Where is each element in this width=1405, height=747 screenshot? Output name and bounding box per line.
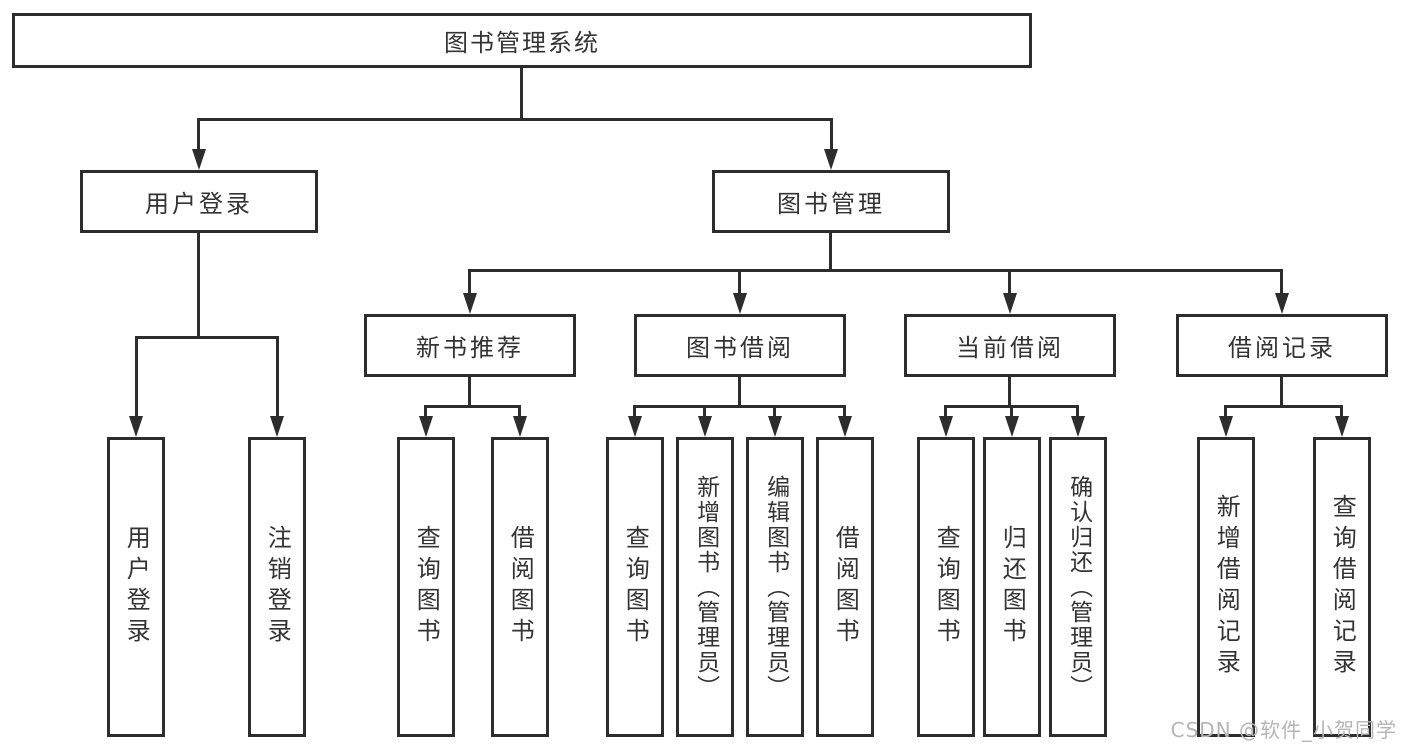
connector-user-login-drop-1 <box>135 336 138 418</box>
connector-records-drop-2 <box>1340 405 1343 418</box>
node-root-library-system: 图书管理系统 <box>12 13 1032 68</box>
leaf-add-borrow-record-label: 新增借阅记录 <box>1212 494 1241 680</box>
leaf-return-books: 归还图书 <box>983 437 1041 737</box>
arrow-down-icon <box>1071 416 1085 437</box>
node-current-borrow-label: 当前借阅 <box>956 334 1064 362</box>
connector-user-login-rail <box>135 336 279 339</box>
connector-records-drop-1 <box>1224 405 1227 418</box>
node-current-borrow: 当前借阅 <box>904 314 1116 377</box>
arrow-down-icon <box>838 416 852 437</box>
connector-recommend-drop-2 <box>518 405 521 418</box>
leaf-query-books-current-label: 查询图书 <box>932 525 961 649</box>
node-user-login: 用户登录 <box>80 170 318 233</box>
arrow-down-icon <box>129 416 143 437</box>
connector-root-stem <box>520 68 523 120</box>
connector-borrow-rail <box>635 405 845 408</box>
leaf-add-books-admin-label: 新增图书（管理员） <box>692 474 719 700</box>
node-new-book-recommend-label: 新书推荐 <box>416 334 524 362</box>
leaf-confirm-return-admin-label: 确认归还（管理员） <box>1065 474 1092 700</box>
leaf-borrow-books-recommend: 借阅图书 <box>491 437 549 737</box>
connector-current-drop-2 <box>1010 405 1013 418</box>
connector-current-drop-3 <box>1076 405 1079 418</box>
connector-records-stem <box>1280 377 1283 408</box>
arrow-down-icon <box>628 416 642 437</box>
leaf-user-login: 用户登录 <box>107 437 165 737</box>
leaf-return-books-label: 归还图书 <box>998 525 1027 649</box>
connector-root-drop-left <box>197 118 200 150</box>
connector-book-mgmt-rail <box>470 269 1282 272</box>
leaf-borrow-books-borrow-label: 借阅图书 <box>831 525 860 649</box>
leaf-confirm-return-admin: 确认归还（管理员） <box>1049 437 1107 737</box>
leaf-add-borrow-record: 新增借阅记录 <box>1197 437 1255 737</box>
leaf-query-borrow-record-label: 查询借阅记录 <box>1328 494 1357 680</box>
connector-borrow-drop-4 <box>843 405 846 418</box>
connector-book-mgmt-drop-2 <box>738 269 741 295</box>
connector-borrow-drop-3 <box>773 405 776 418</box>
node-book-management-label: 图书管理 <box>777 190 885 218</box>
node-user-login-label: 用户登录 <box>145 190 253 218</box>
connector-borrow-stem <box>738 377 741 408</box>
connector-user-login-drop-2 <box>276 336 279 418</box>
connector-book-mgmt-drop-3 <box>1008 269 1011 295</box>
leaf-query-books-recommend-label: 查询图书 <box>412 525 441 649</box>
leaf-add-books-admin: 新增图书（管理员） <box>676 437 734 737</box>
arrow-down-icon <box>1335 416 1349 437</box>
leaf-query-borrow-record: 查询借阅记录 <box>1313 437 1371 737</box>
connector-records-rail <box>1226 405 1342 408</box>
node-book-borrow: 图书借阅 <box>634 314 846 377</box>
connector-root-drop-right <box>830 118 833 150</box>
leaf-logout: 注销登录 <box>248 437 306 737</box>
node-borrow-records: 借阅记录 <box>1176 314 1388 377</box>
arrow-down-icon <box>824 149 838 170</box>
arrow-down-icon <box>939 416 953 437</box>
connector-book-mgmt-drop-4 <box>1280 269 1283 295</box>
arrow-down-icon <box>733 293 747 314</box>
connector-current-stem <box>1008 377 1011 408</box>
node-book-borrow-label: 图书借阅 <box>686 334 794 362</box>
connector-book-mgmt-drop-1 <box>468 269 471 295</box>
leaf-borrow-books-borrow: 借阅图书 <box>816 437 874 737</box>
node-new-book-recommend: 新书推荐 <box>364 314 576 377</box>
arrow-down-icon <box>513 416 527 437</box>
leaf-query-books-recommend: 查询图书 <box>397 437 455 737</box>
connector-current-drop-1 <box>944 405 947 418</box>
connector-book-mgmt-stem <box>829 233 832 272</box>
connector-recommend-stem <box>468 377 471 408</box>
arrow-down-icon <box>1003 293 1017 314</box>
leaf-logout-label: 注销登录 <box>263 525 292 649</box>
csdn-watermark: CSDN @软件_小贺同学 <box>1170 718 1397 742</box>
connector-recommend-rail <box>426 405 520 408</box>
arrow-down-icon <box>1275 293 1289 314</box>
connector-root-rail <box>198 118 832 121</box>
connector-borrow-drop-1 <box>633 405 636 418</box>
arrow-down-icon <box>1005 416 1019 437</box>
arrow-down-icon <box>768 416 782 437</box>
arrow-down-icon <box>419 416 433 437</box>
node-borrow-records-label: 借阅记录 <box>1228 334 1336 362</box>
connector-user-login-stem <box>197 233 200 338</box>
leaf-query-books-borrow: 查询图书 <box>606 437 664 737</box>
arrow-down-icon <box>1219 416 1233 437</box>
arrow-down-icon <box>270 416 284 437</box>
leaf-edit-books-admin-label: 编辑图书（管理员） <box>762 474 789 700</box>
leaf-query-books-borrow-label: 查询图书 <box>621 525 650 649</box>
arrow-down-icon <box>698 416 712 437</box>
node-book-management: 图书管理 <box>712 170 950 233</box>
leaf-user-login-label: 用户登录 <box>122 525 151 649</box>
connector-borrow-drop-2 <box>703 405 706 418</box>
leaf-borrow-books-recommend-label: 借阅图书 <box>506 525 535 649</box>
leaf-query-books-current: 查询图书 <box>917 437 975 737</box>
node-root-label: 图书管理系统 <box>444 29 600 57</box>
arrow-down-icon <box>463 293 477 314</box>
connector-recommend-drop-1 <box>424 405 427 418</box>
leaf-edit-books-admin: 编辑图书（管理员） <box>746 437 804 737</box>
arrow-down-icon <box>192 149 206 170</box>
